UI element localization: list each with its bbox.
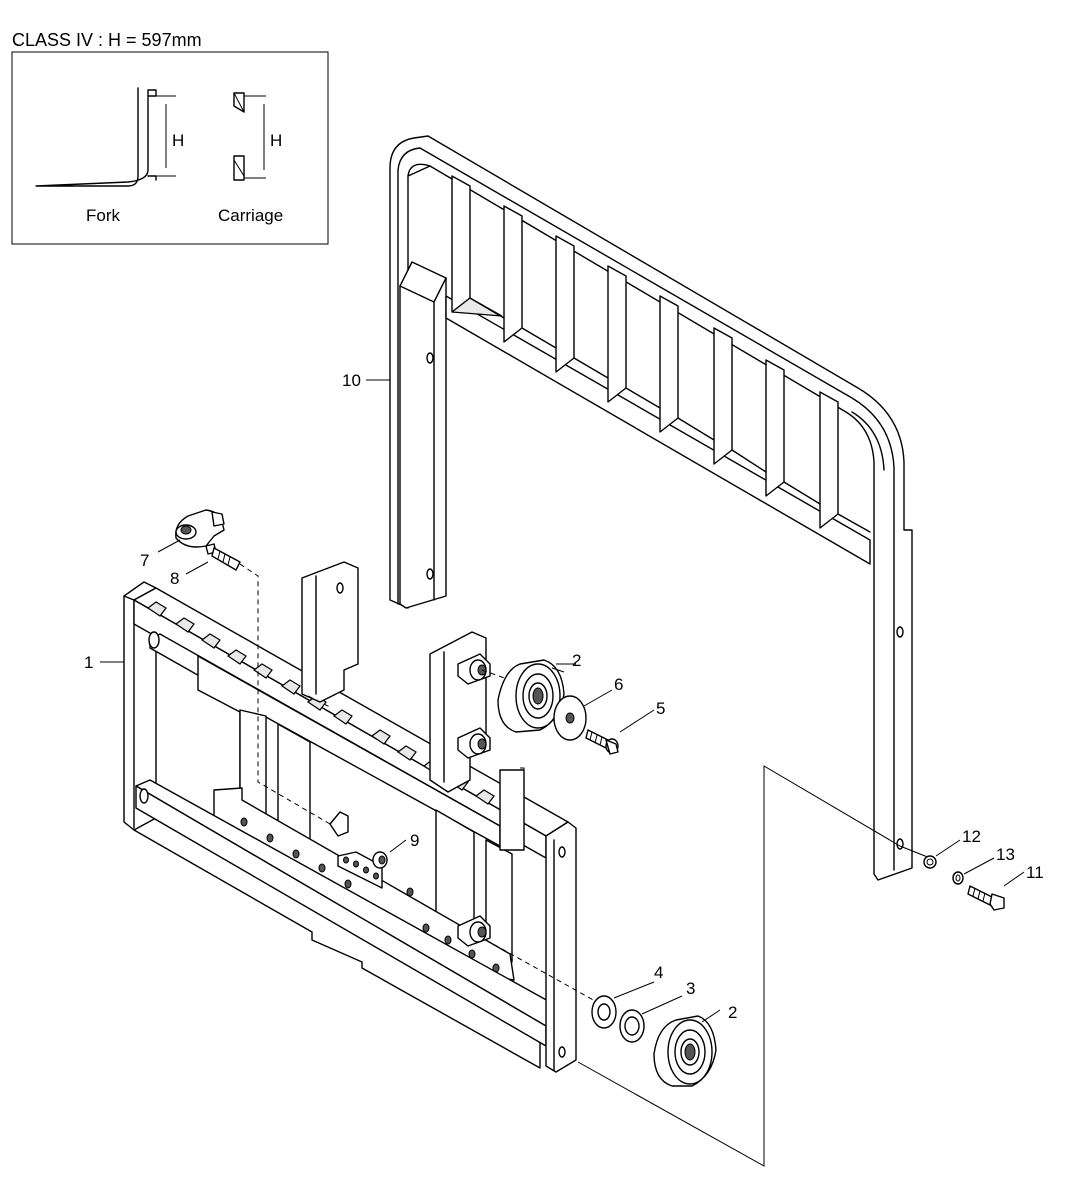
- inset-carriage-drawing: [233, 92, 266, 181]
- inset-fork-label: Fork: [86, 206, 121, 225]
- callout-9: 9: [410, 831, 419, 850]
- backrest-slats: [451, 175, 871, 533]
- upper-washer: [553, 695, 587, 741]
- lower-roller-bearing: [653, 1015, 717, 1087]
- fork-stopper-pin: [175, 509, 225, 548]
- assembly-path-lower-roller: [485, 939, 605, 1007]
- carriage-frame: [123, 561, 577, 1073]
- upper-bolt: [585, 729, 619, 755]
- inset-fork-drawing: [35, 87, 176, 187]
- upper-roller-bearing: [497, 659, 565, 733]
- diagram-title: CLASS IV : H = 597mm: [12, 30, 202, 50]
- callout-8: 8: [170, 569, 179, 588]
- assembly-path-center: [307, 695, 333, 709]
- callout-12: 12: [962, 827, 981, 846]
- callout-3: 3: [686, 979, 695, 998]
- assembly-path-stopper: [239, 563, 331, 825]
- callout-10: 10: [342, 371, 361, 390]
- callout-7: 7: [140, 551, 149, 570]
- fork-stopper-bolt: [205, 543, 241, 571]
- callout-4: 4: [654, 963, 663, 982]
- callout-1: 1: [84, 653, 93, 672]
- lower-washer-4: [591, 995, 617, 1029]
- callout-5: 5: [656, 699, 665, 718]
- inset-frame: [11, 51, 329, 245]
- assembly-line-backrest: [577, 765, 931, 1167]
- callout-13: 13: [996, 845, 1015, 864]
- inset-carriage-h-label: H: [270, 131, 282, 150]
- backrest-bolt-11: [967, 885, 1005, 911]
- assembly-path-upper-roller: [481, 669, 511, 681]
- backrest-washer-12: [923, 855, 937, 869]
- callout-2-upper: 2: [572, 651, 581, 670]
- lower-washer-3: [619, 1009, 645, 1043]
- inset-carriage-label: Carriage: [218, 206, 283, 225]
- backrest-washer-13: [952, 871, 964, 885]
- callout-11: 11: [1026, 863, 1044, 882]
- inset-fork-h-label: H: [172, 131, 184, 150]
- assembly-line-bracket: [520, 767, 525, 784]
- load-backrest: [389, 135, 913, 881]
- callout-leaders: [100, 379, 1025, 1023]
- callout-6: 6: [614, 675, 623, 694]
- callout-2-lower: 2: [728, 1003, 737, 1022]
